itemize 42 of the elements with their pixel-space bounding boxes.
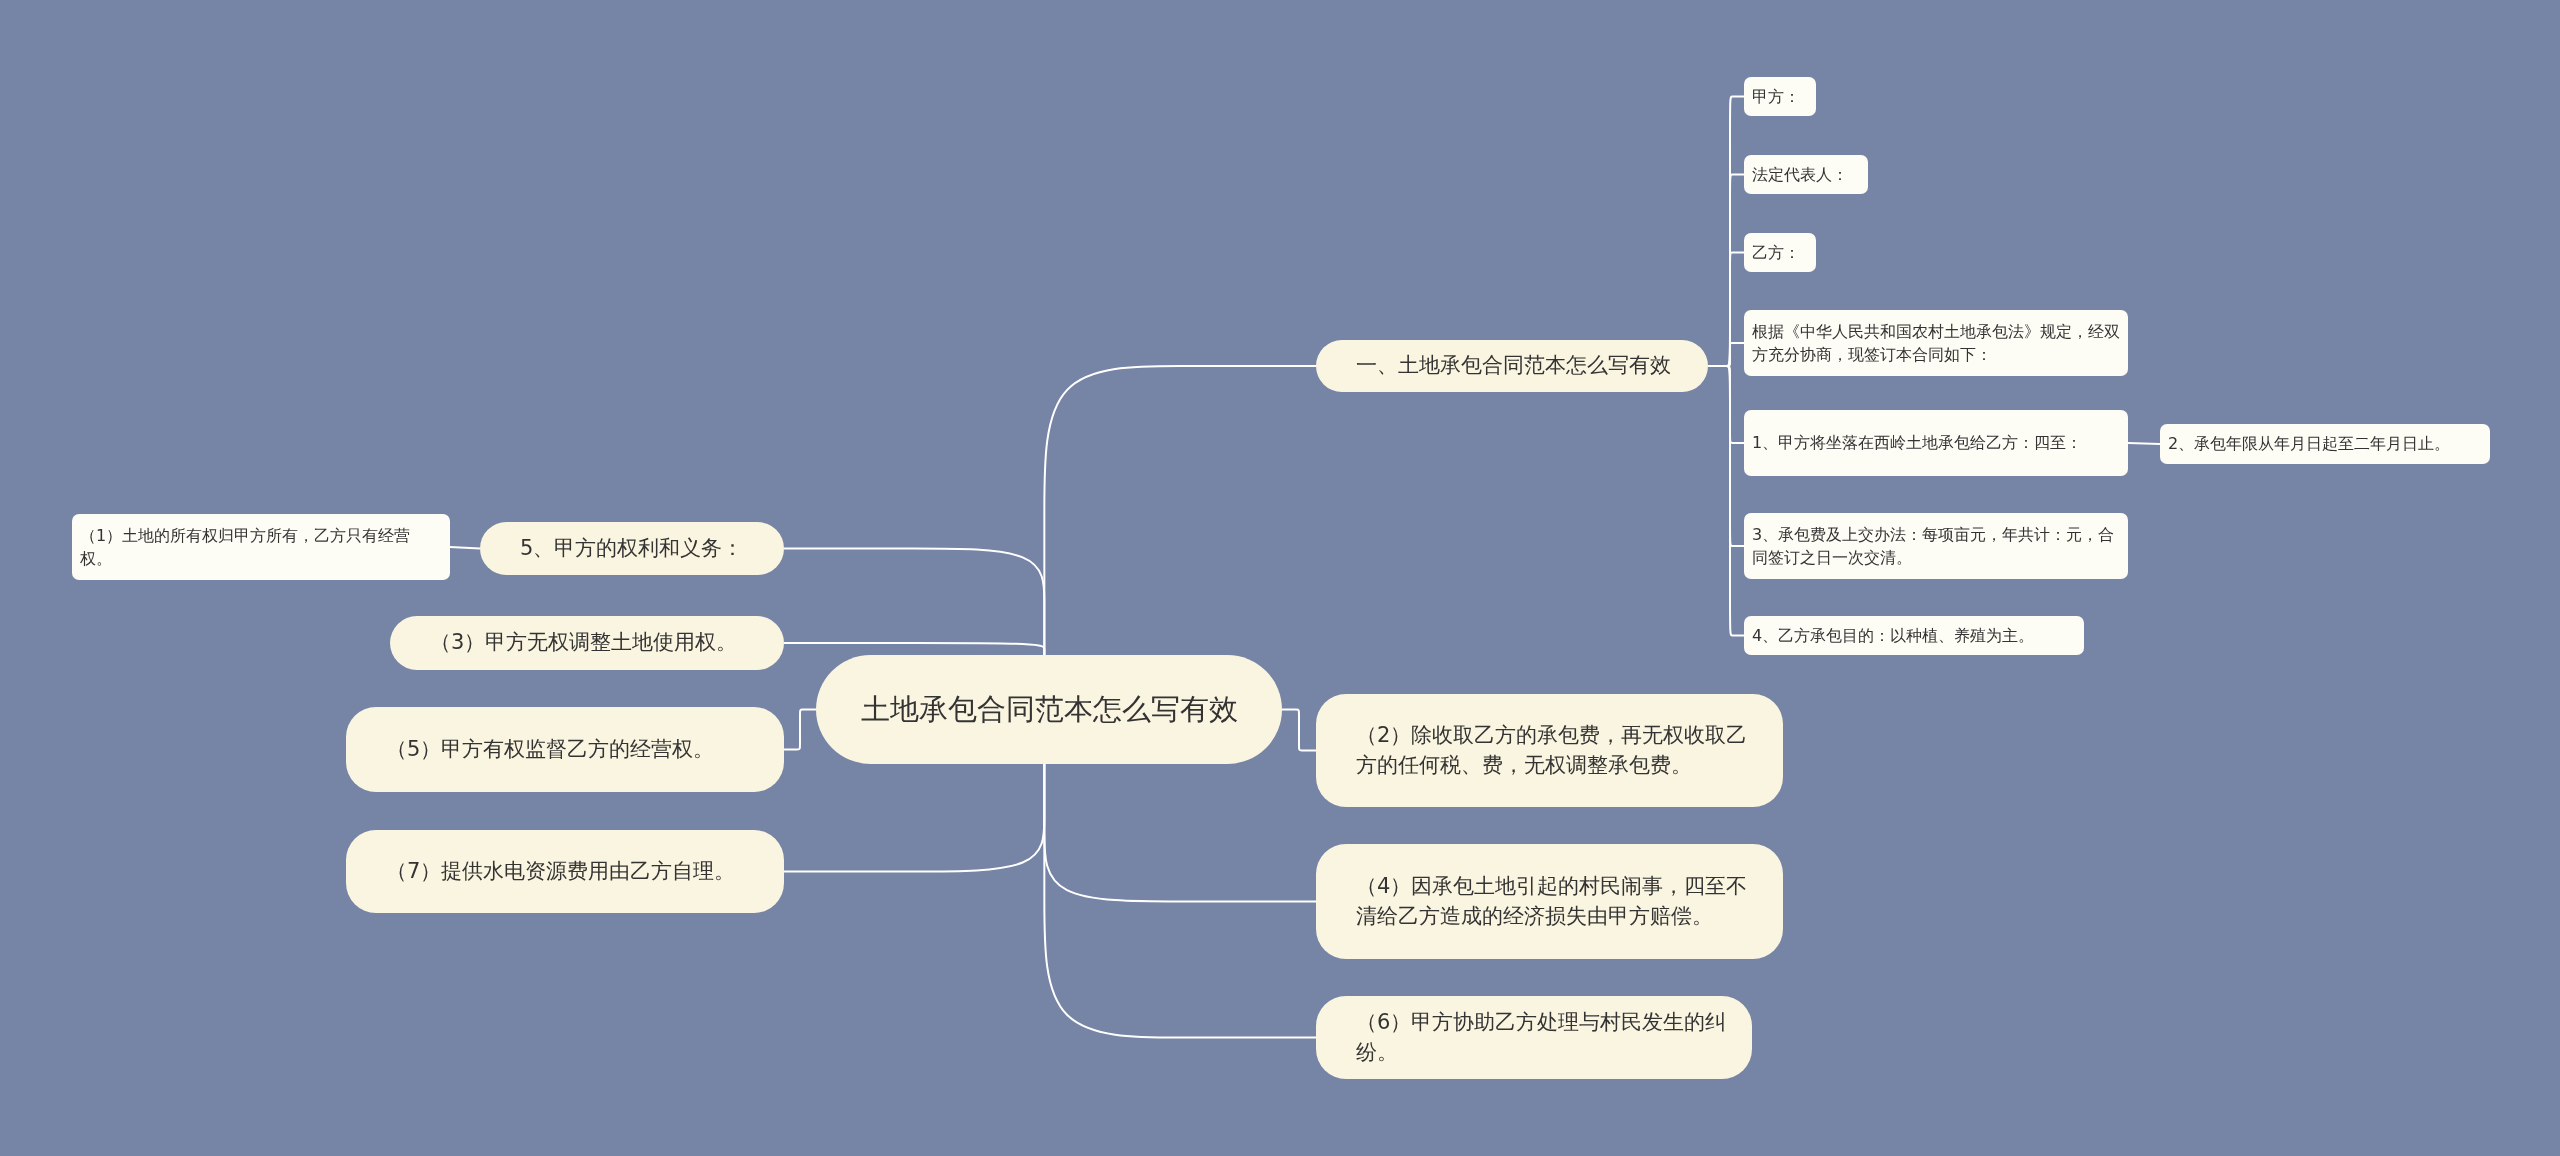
topic-text: （4）因承包土地引起的村民闹事，四至不清给乙方造成的经济损失由甲方赔偿。 bbox=[1356, 873, 1749, 930]
topic-box bbox=[346, 707, 784, 792]
topic-text: 乙方： bbox=[1752, 241, 1800, 264]
topic-title: 土地承包合同范本怎么写有效 bbox=[860, 690, 1238, 728]
subtopic-box bbox=[1744, 410, 2128, 476]
subtopic-box bbox=[1744, 616, 2084, 655]
topic-text: （3）甲方无权调整土地使用权。 bbox=[430, 629, 738, 657]
branch-line bbox=[1281, 708, 1317, 752]
topic-text: 甲方： bbox=[1752, 85, 1800, 108]
subtopic-box bbox=[1744, 310, 2128, 376]
topic-text: （1）土地的所有权归甲方所有，乙方只有经营权。 bbox=[80, 524, 412, 570]
branch-line bbox=[783, 708, 817, 751]
branch-line bbox=[449, 546, 481, 550]
subtopic-box bbox=[1744, 77, 1816, 116]
branch-line bbox=[783, 642, 1046, 656]
topic-box bbox=[390, 616, 784, 670]
topic-text: 5、甲方的权利和义务： bbox=[520, 534, 744, 562]
branch-line bbox=[2127, 442, 2161, 445]
topic-box bbox=[480, 522, 784, 575]
topic-box bbox=[1316, 694, 1783, 807]
topic-text: 2、承包年限从年月日起至二年月日止。 bbox=[2168, 433, 2451, 456]
subtopic-box bbox=[1744, 513, 2128, 579]
topic-text: 一、土地承包合同范本怎么写有效 bbox=[1356, 352, 1671, 380]
topic-text: （7）提供水电资源费用由乙方自理。 bbox=[386, 857, 736, 885]
topic-text: （2）除收取乙方的承包费，再无权收取乙方的任何税、费，无权调整承包费。 bbox=[1356, 722, 1749, 779]
branch-line bbox=[1707, 365, 1745, 637]
topic-text: （5）甲方有权监督乙方的经营权。 bbox=[386, 735, 715, 763]
topic-text: 法定代表人： bbox=[1752, 163, 1848, 186]
topic-box bbox=[1316, 844, 1783, 959]
branch-line bbox=[1043, 763, 1317, 1039]
topic-text: 3、承包费及上交办法：每项亩元，年共计：元，合同签订之日一次交清。 bbox=[1752, 523, 2116, 569]
topic-text: 4、乙方承包目的：以种植、养殖为主。 bbox=[1752, 624, 2035, 647]
topic-text: 1、甲方将坐落在西岭土地承包给乙方：四至： bbox=[1752, 432, 2083, 455]
subtopic-box bbox=[2160, 424, 2490, 464]
topic-box bbox=[1316, 996, 1752, 1079]
topic-text: 根据《中华人民共和国农村土地承包法》规定，经双方充分协商，现签订本合同如下： bbox=[1752, 320, 2120, 366]
topic-text: （6）甲方协助乙方处理与村民发生的纠纷。 bbox=[1356, 1009, 1728, 1066]
topic-box bbox=[1316, 340, 1708, 392]
subtopic-box bbox=[72, 514, 450, 580]
topic-box bbox=[346, 830, 784, 913]
subtopic-box bbox=[1744, 155, 1868, 194]
subtopic-box bbox=[1744, 233, 1816, 272]
